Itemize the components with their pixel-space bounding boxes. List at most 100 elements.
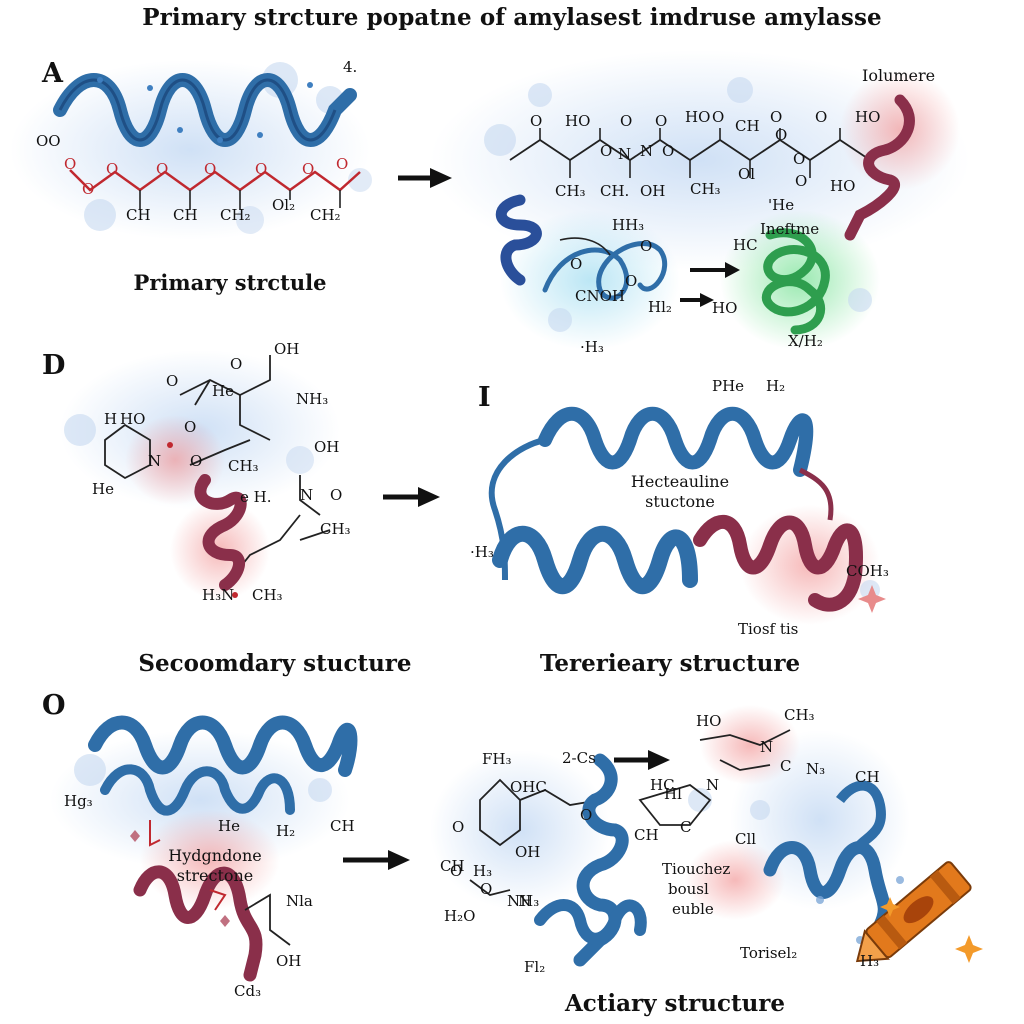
panel-br-label: bousl — [668, 880, 709, 898]
panel-b-label: HH₃ — [612, 216, 645, 234]
panel-br-label: CH₃ — [784, 706, 815, 724]
panel-b-blue-helix — [495, 194, 542, 286]
panel-a-dots — [97, 77, 313, 143]
panel-d-label: O — [230, 355, 243, 373]
panel-br-label: O — [452, 818, 465, 836]
panel-b-red-helix — [844, 94, 915, 241]
panel-a-caption: Primary strctule — [133, 270, 327, 295]
panel-i-bottom-helix — [492, 525, 698, 594]
panel-a-label: O — [156, 160, 169, 178]
panel-a-glow — [10, 60, 372, 240]
panel-b-label: O — [570, 255, 583, 273]
panel-br-label: N — [706, 776, 720, 794]
panel-d-glow — [60, 350, 340, 600]
panel-br-label: Cll — [735, 830, 757, 848]
panel-b-top-label: Iolumere — [862, 66, 936, 85]
panel-b-label: O — [712, 108, 725, 126]
panel-b-label: O — [662, 142, 675, 160]
panel-a-label: CH₂ — [220, 206, 251, 224]
panel-b-glow — [430, 50, 970, 350]
panel-b-bonds — [539, 128, 841, 178]
panel-br-label: Fl₂ — [524, 958, 546, 976]
panel-i-top-helix — [538, 406, 814, 477]
panel-br-label: Torisel₂ — [740, 944, 798, 962]
panel-a-zigzag-chain — [69, 169, 361, 192]
panel-a-label: O — [255, 160, 268, 178]
panel-b-label: CH₃ — [690, 180, 721, 198]
panel-o-center-label-1: Hydgndone — [168, 846, 262, 865]
panel-b-label: 'He — [768, 196, 795, 214]
panel-a-corner-label: 4. — [343, 58, 358, 76]
panel-br-label: O — [480, 880, 493, 898]
panel-d-label: He — [92, 480, 114, 498]
panel-i-center-label-2: stuctone — [645, 492, 715, 511]
panel-i-label: ·H₃ — [470, 543, 494, 561]
panel-br-label: NH₃ — [507, 892, 540, 910]
panel-i-red-helix — [693, 514, 863, 612]
panel-b-label: O — [625, 272, 638, 290]
panel-o-caption: Actiary structure — [564, 990, 786, 1017]
panel-i-caption: Tererieary structure — [539, 650, 801, 677]
panel-br-label: OH — [515, 843, 541, 861]
panel-b-label: O — [795, 172, 808, 190]
panel-br-label: CH — [855, 768, 880, 786]
panel-b-cyan-ribbon — [542, 241, 668, 301]
panel-b-label: HO — [712, 299, 738, 317]
panel-a-label: Ol₂ — [272, 196, 296, 214]
panel-b-label: O — [770, 108, 783, 126]
panel-d-label: NH₃ — [296, 390, 329, 408]
panel-i-label: Tiosf tis — [738, 620, 799, 638]
panel-d-label: O — [190, 452, 203, 470]
panel-a-label: O — [64, 155, 77, 173]
panel-br-label: H₃ — [860, 952, 880, 970]
panel-b-label: HO — [855, 108, 881, 126]
panel-d-label: O — [184, 418, 197, 436]
sparkle-icon — [955, 935, 983, 963]
panel-br-label: OHC — [510, 778, 547, 796]
panel-br-label: H₃ — [473, 862, 493, 880]
panel-br-label: CH — [634, 826, 659, 844]
panel-d-label: H — [104, 410, 118, 428]
panel-b-label: O — [600, 142, 613, 160]
panel-b-label: Ineftme — [760, 220, 820, 238]
panel-o-letter: O — [42, 690, 66, 721]
panel-b-label: HO — [565, 112, 591, 130]
panel-d-label: N — [300, 486, 314, 504]
panel-o-center-label-2: strectone — [176, 866, 254, 885]
panel-b-label: Ol — [738, 165, 756, 183]
panel-o-label: CH — [330, 817, 355, 835]
panel-d-label: CH₃ — [228, 457, 259, 475]
panel-i-sparkle — [858, 585, 886, 613]
panel-d-label: He — [212, 382, 234, 400]
panel-o-red-helix — [133, 865, 263, 982]
panel-b-label: N — [640, 142, 654, 160]
panel-o-red-bonds — [149, 820, 227, 911]
panel-b-label: X/H₂ — [788, 332, 823, 350]
panel-b-label: CH. — [600, 182, 630, 200]
panel-o-blue-helix — [88, 715, 358, 777]
panel-br-label: N — [518, 892, 532, 910]
panel-a-label: CH₂ — [310, 206, 341, 224]
panel-d-label: e H. — [240, 488, 272, 506]
panel-b-label: O — [530, 112, 543, 130]
panel-d-red-helix — [194, 474, 247, 591]
panel-b-label: N — [618, 145, 632, 163]
panel-o-label: H₂ — [276, 822, 296, 840]
panel-br-label: O — [450, 862, 463, 880]
panel-d-label: O — [330, 486, 343, 504]
panel-d-label: H₃N — [202, 586, 235, 604]
panel-a-label: O — [82, 180, 95, 198]
panel-br-label: Hl — [664, 785, 682, 803]
panel-br-label: H₂O — [444, 907, 476, 925]
panel-b-label: OH — [640, 182, 666, 200]
panel-a-label: O — [106, 160, 119, 178]
panel-d-label: OH — [274, 340, 300, 358]
panel-i-center-label-1: Hecteauline — [630, 472, 730, 491]
panel-i-letter: I — [478, 382, 491, 413]
panel-br-label: O — [580, 806, 593, 824]
panel-d-label: N — [148, 452, 162, 470]
panel-i-label: COH₃ — [846, 562, 889, 580]
panel-b-label: CNOH — [575, 287, 625, 305]
panel-d-caption: Secoomdary stucture — [138, 650, 412, 677]
panel-b-label: O — [640, 237, 653, 255]
